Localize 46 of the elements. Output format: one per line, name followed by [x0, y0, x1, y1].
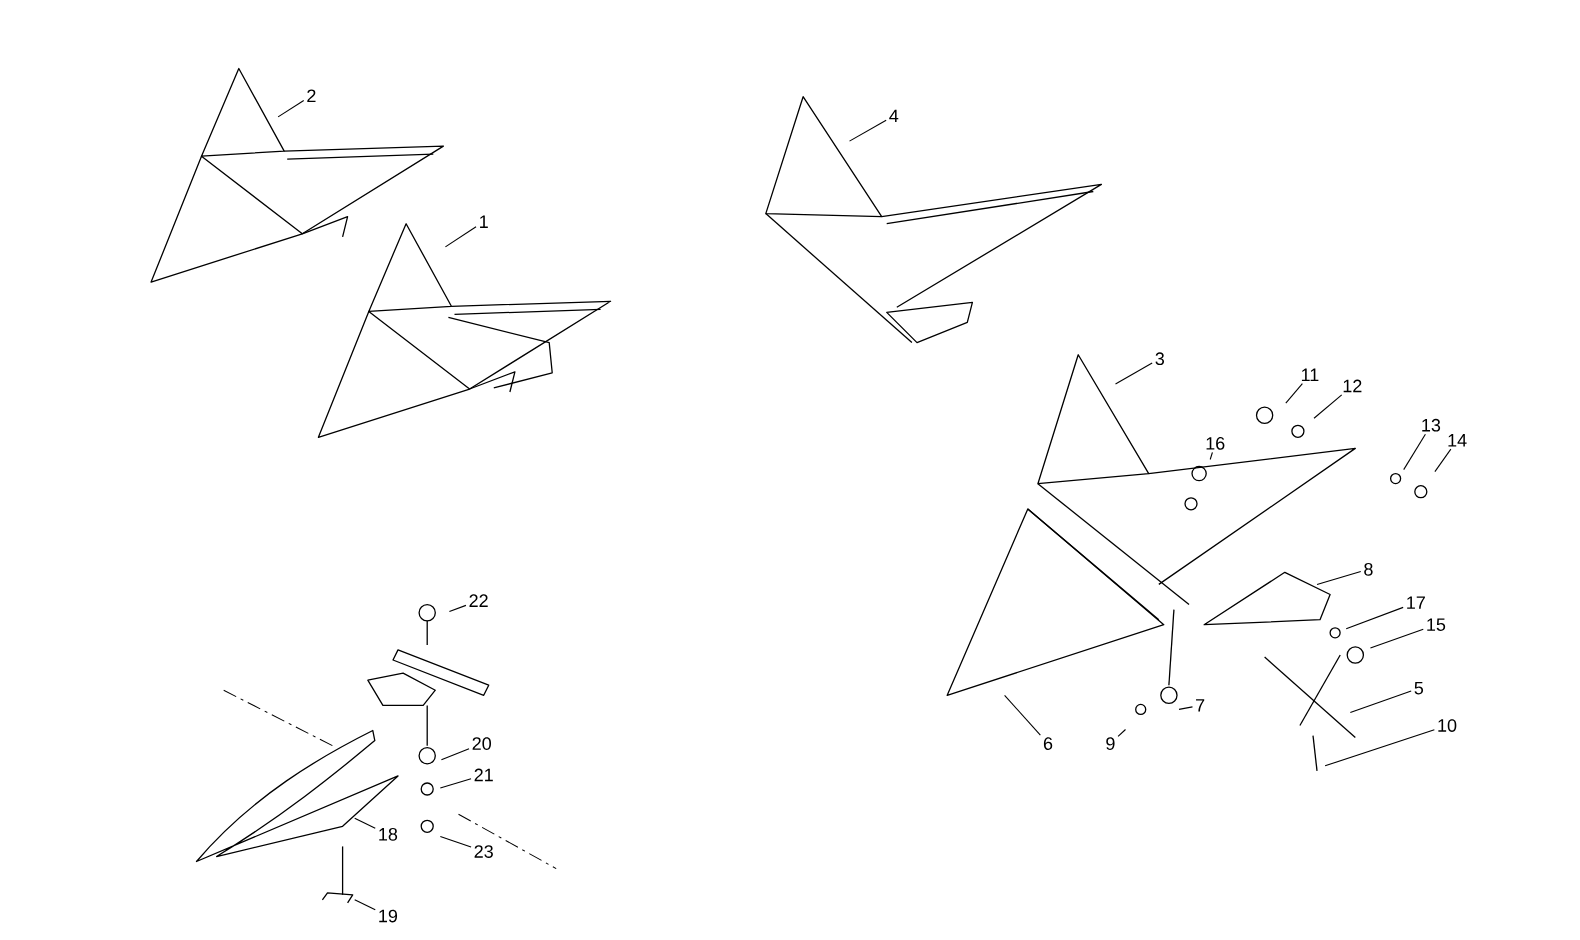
leader-line	[439, 835, 472, 848]
callout-number: 13	[1422, 418, 1441, 432]
leader-line	[1313, 394, 1343, 419]
leader-line	[354, 817, 376, 829]
leader-line	[1117, 728, 1127, 737]
leader-line	[354, 899, 376, 911]
callout-number: 21	[474, 768, 493, 782]
leader-line	[277, 100, 305, 118]
callout-number: 11	[1301, 368, 1319, 381]
callout-number: 18	[379, 827, 398, 841]
leader-line	[1178, 706, 1193, 710]
callout-number: 4	[889, 109, 899, 123]
leader-line	[440, 748, 470, 761]
callout-number: 7	[1196, 699, 1205, 712]
callout-number: 1	[480, 215, 488, 228]
leader-line	[448, 604, 467, 613]
callout-number: 2	[307, 89, 316, 102]
callout-number: 22	[469, 594, 488, 607]
leader-line	[1316, 571, 1362, 585]
callout-number: 9	[1106, 737, 1115, 750]
leader-line	[1285, 383, 1303, 404]
leader-line	[444, 226, 477, 248]
callout-number: 17	[1407, 596, 1425, 609]
leader-line	[1369, 628, 1424, 649]
callout-number: 14	[1448, 434, 1467, 447]
callout-number: 8	[1364, 562, 1373, 576]
callout-number: 16	[1206, 437, 1225, 450]
callout-number: 10	[1438, 719, 1457, 732]
callout-number: 20	[472, 737, 491, 750]
leader-line	[1345, 606, 1404, 630]
callout-number: 12	[1343, 379, 1362, 393]
leader-line	[439, 778, 472, 789]
callout-number: 3	[1155, 352, 1165, 366]
leader-line	[1004, 694, 1041, 736]
leader-line	[1349, 690, 1412, 713]
leader-line	[1434, 448, 1452, 473]
leader-line	[848, 119, 887, 142]
leader-line	[1403, 433, 1426, 471]
callout-number: 6	[1043, 737, 1053, 750]
callout-number: 15	[1427, 618, 1446, 631]
callout-number: 5	[1414, 681, 1424, 695]
leader-line	[1209, 451, 1213, 461]
callout-number: 23	[474, 845, 493, 858]
leader-line	[1324, 729, 1435, 767]
callout-number: 19	[379, 909, 398, 923]
leader-line	[1114, 362, 1153, 385]
